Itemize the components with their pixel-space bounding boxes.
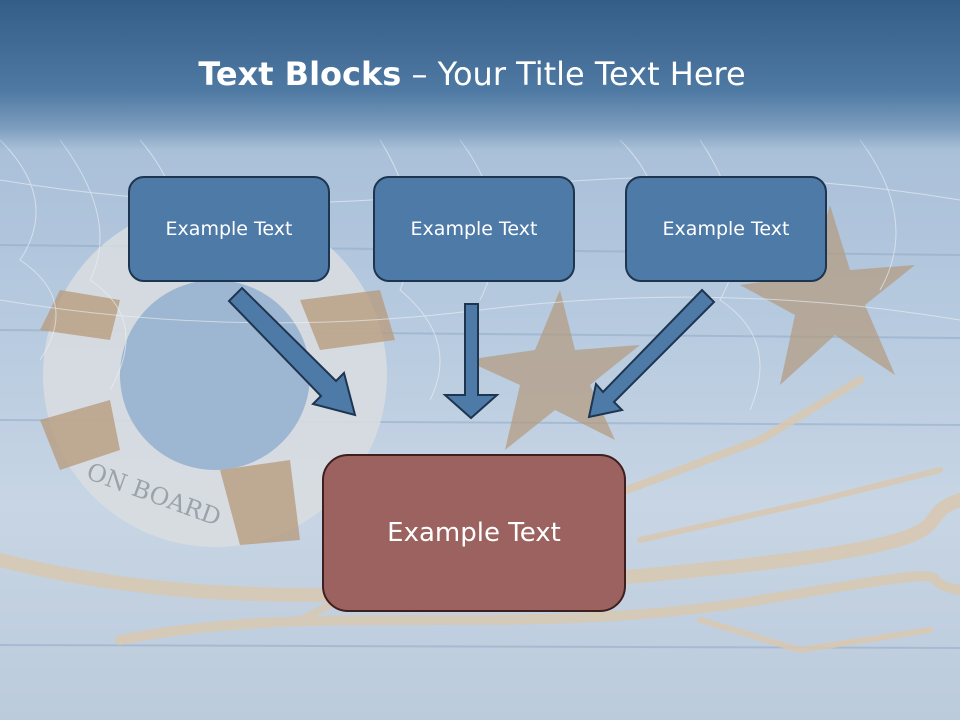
target-block-label: Example Text [387,518,561,548]
target-block[interactable]: Example Text [322,454,626,612]
text-block-1[interactable]: Example Text [128,176,330,282]
title-bold: Text Blocks [198,55,402,93]
arrow-right [587,288,716,419]
text-block-1-label: Example Text [165,218,293,240]
arrow-left [227,286,357,417]
life-ring-icon: ON BOARD [40,203,395,547]
text-block-2[interactable]: Example Text [373,176,575,282]
arrow-center [442,303,500,420]
text-block-3-label: Example Text [662,218,790,240]
title-bar [0,0,960,150]
text-block-2-label: Example Text [410,218,538,240]
text-block-3[interactable]: Example Text [625,176,827,282]
slide-title: Text Blocks – Your Title Text Here [0,52,944,96]
title-rest: – Your Title Text Here [401,55,746,93]
